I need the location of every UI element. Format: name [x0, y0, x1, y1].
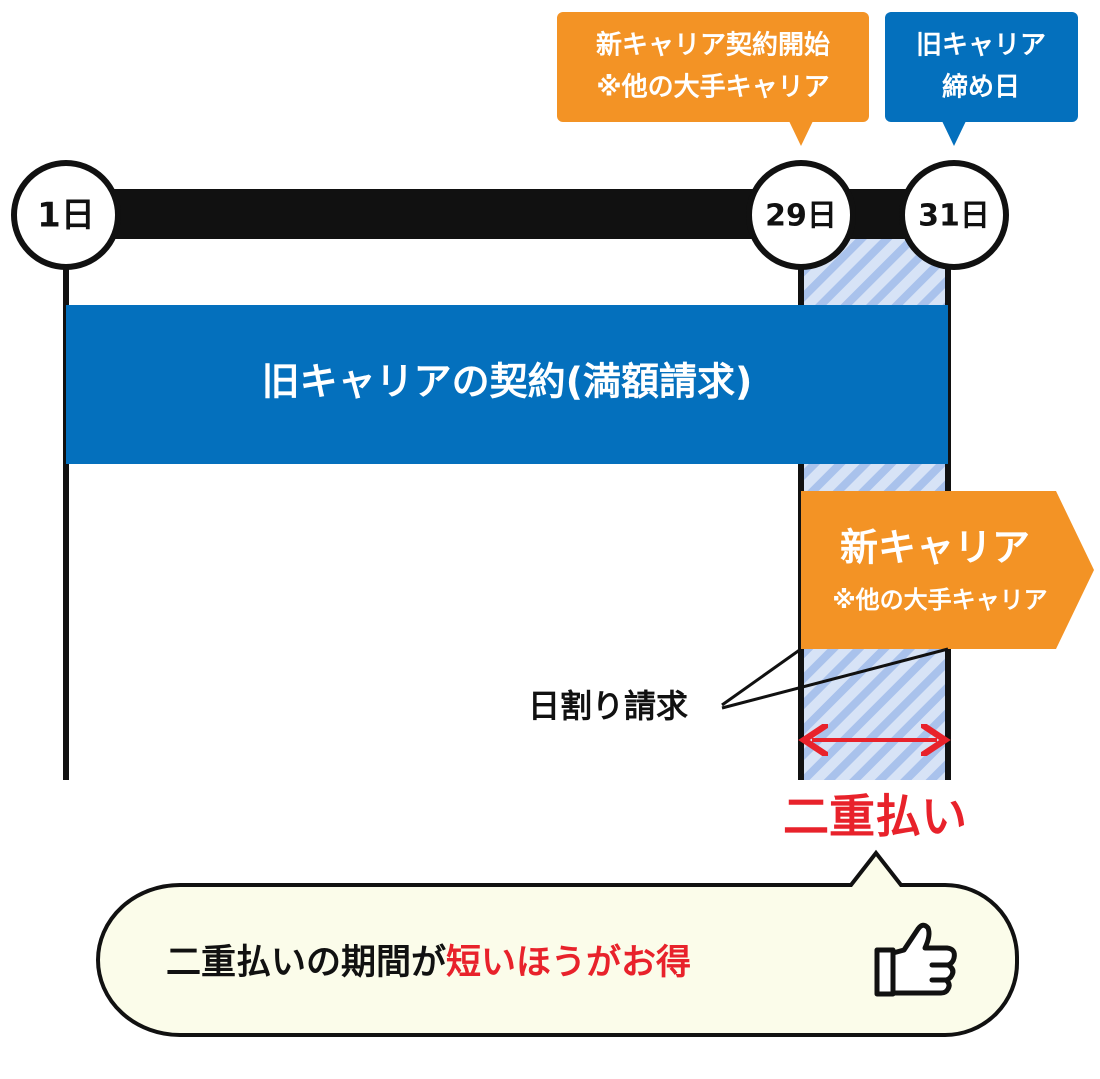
day-marker-29 — [746, 160, 856, 270]
double-pay-label: 二重払い — [783, 790, 967, 844]
old-contract-bar — [66, 305, 948, 464]
old-contract-label: 旧キャリアの契約(満額請求) — [262, 360, 753, 404]
day-marker-1-label: 1日 — [37, 196, 95, 236]
callout-new-start — [557, 12, 869, 122]
day-marker-31-label: 31日 — [918, 199, 990, 234]
day-marker-29-label: 29日 — [765, 199, 837, 234]
thumbs-up-icon — [874, 922, 957, 997]
callout-new-start-pointer — [789, 121, 813, 146]
prorated-pointer-upper — [721, 647, 802, 707]
callout-new-start-line2: ※他の大手キャリア — [596, 73, 829, 103]
day-marker-31 — [899, 160, 1009, 270]
callout-old-close-line1: 旧キャリア — [916, 31, 1046, 61]
new-carrier-bar — [801, 491, 1094, 649]
advice-bubble — [95, 849, 1019, 1037]
callout-new-start-line1: 新キャリア契約開始 — [596, 30, 830, 61]
new-carrier-note: ※他の大手キャリア — [832, 586, 1047, 614]
callout-old-close-line2: 締め日 — [942, 72, 1020, 103]
callout-old-close-pointer — [942, 121, 966, 146]
prorated-pointer-lower — [721, 647, 949, 710]
callout-old-close — [885, 12, 1078, 122]
prorated-label: 日割り請求 — [528, 687, 688, 725]
advice-text-highlight: 短いほうがお得 — [446, 943, 691, 983]
advice-text-prefix: 二重払いの期間が — [166, 943, 446, 983]
new-carrier-label: 新キャリア — [840, 526, 1030, 570]
advice-text: 二重払いの期間が短いほうがお得 — [166, 943, 691, 983]
day-marker-1 — [11, 160, 121, 270]
